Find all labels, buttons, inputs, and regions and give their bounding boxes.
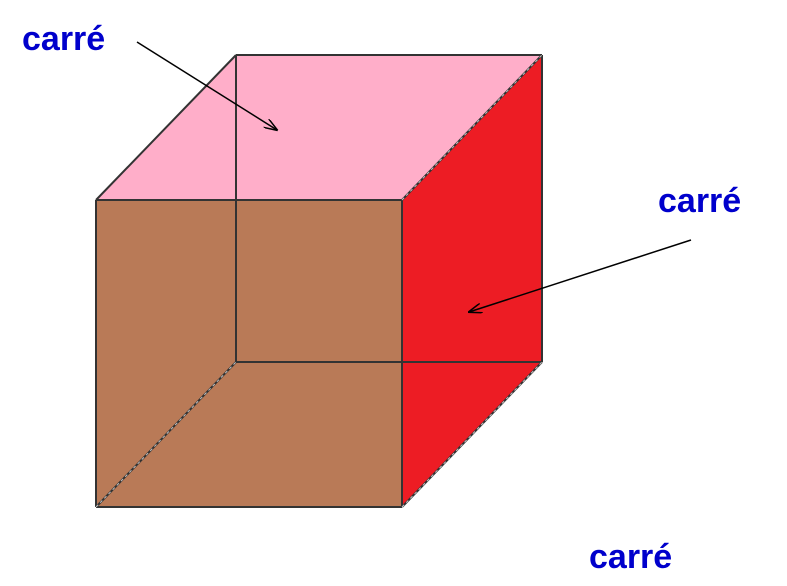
label-right-face: carré bbox=[658, 182, 742, 220]
label-top-face: carré bbox=[22, 20, 106, 58]
cube-edges bbox=[95, 54, 543, 508]
arrow-right-face bbox=[469, 239, 692, 312]
top-face bbox=[96, 55, 542, 200]
label-bottom: carré bbox=[589, 538, 673, 576]
cube bbox=[95, 54, 543, 508]
arrow-top-face bbox=[136, 41, 277, 130]
right-face bbox=[402, 55, 542, 507]
